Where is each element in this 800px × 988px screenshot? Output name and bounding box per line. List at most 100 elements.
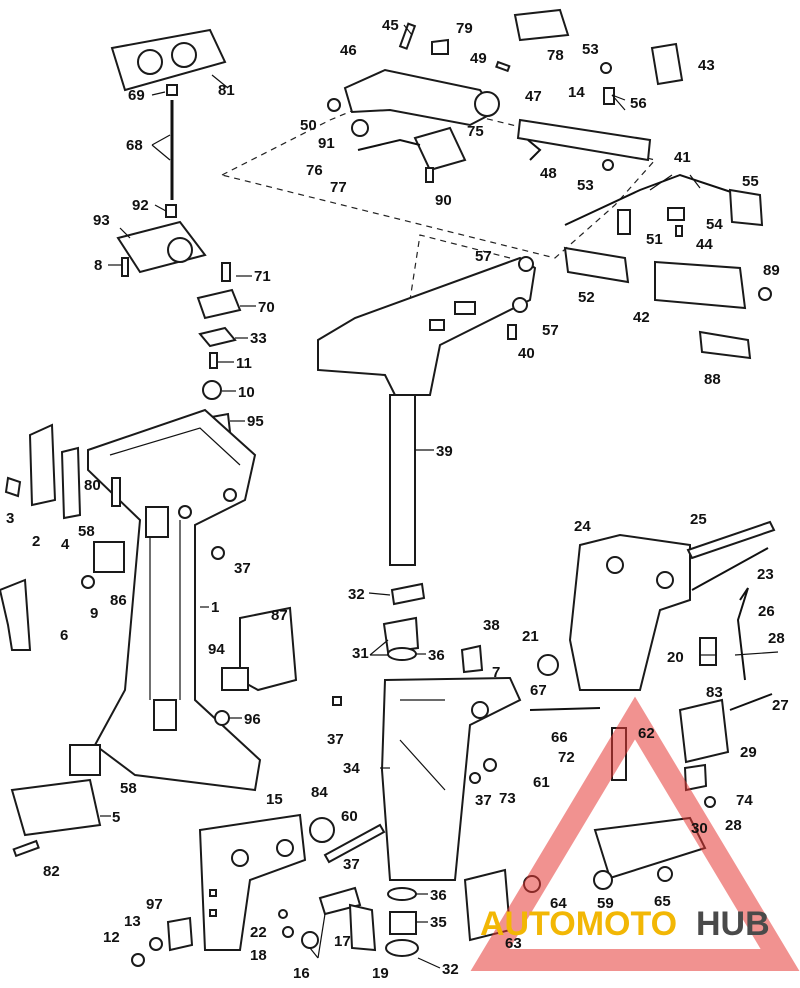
callout-label: 39: [436, 443, 453, 460]
callout-label: 78: [547, 47, 564, 64]
callout-label: 11: [236, 355, 252, 372]
callout-label: 64: [550, 895, 567, 912]
callout-label: 27: [772, 697, 789, 714]
callout-label: 42: [633, 309, 650, 326]
part-ring-32-lower: [385, 939, 419, 957]
part-screw-80: [111, 477, 121, 507]
callout-label: 89: [763, 262, 780, 279]
callout-label: 21: [522, 628, 539, 645]
part-pin-37-mid: [332, 696, 342, 706]
callout-label: 97: [146, 896, 163, 913]
callout-label: 69: [128, 87, 145, 104]
part-bushing-21: [537, 654, 559, 676]
part-nut-37-upper: [211, 546, 225, 560]
part-washer-96: [214, 710, 230, 726]
part-knob-43: [650, 42, 684, 86]
callout-label: 36: [428, 647, 445, 664]
part-screw-11: [209, 352, 218, 369]
watermark-text-automoto: AUTOMOTO: [480, 905, 677, 943]
part-bushing-61: [483, 758, 497, 772]
part-spring-48: [527, 139, 542, 161]
callout-label: 55: [742, 173, 759, 190]
callout-label: 75: [467, 123, 484, 140]
part-gasket-81: [110, 28, 227, 92]
callout-label: 66: [551, 729, 568, 746]
part-rod-66: [529, 707, 601, 711]
callout-label: 95: [247, 413, 264, 430]
callout-label: 84: [311, 784, 328, 801]
part-plate-4: [60, 446, 82, 520]
callout-label: 34: [343, 760, 360, 777]
part-screw-8: [121, 257, 129, 277]
callout-label: 14: [568, 84, 585, 101]
part-pin-45: [398, 22, 417, 50]
part-bushing-31: [382, 616, 420, 654]
callout-label: 94: [208, 641, 225, 658]
part-mount-58-lower: [69, 744, 101, 776]
part-spring-20: [699, 637, 717, 666]
callout-label: 54: [706, 216, 723, 233]
callout-label: 80: [84, 477, 101, 494]
callout-label: 28: [768, 630, 785, 647]
callout-label: 59: [597, 895, 614, 912]
callout-label: 71: [254, 268, 271, 285]
callout-label: 62: [638, 725, 655, 742]
callout-label: 79: [456, 20, 473, 37]
part-bushing-59: [593, 870, 613, 890]
part-screw-82: [12, 839, 40, 858]
callout-label: 72: [558, 749, 575, 766]
callout-label: 88: [704, 371, 721, 388]
part-shaft-47: [516, 118, 652, 162]
callout-label: 90: [435, 192, 452, 209]
part-screw-71: [221, 262, 231, 282]
part-washer-84: [309, 817, 335, 843]
callout-label: 24: [574, 518, 591, 535]
part-adapter-93: [116, 220, 207, 274]
callout-label: 58: [78, 523, 95, 540]
steering-dashed-line: [409, 234, 511, 301]
callout-label: 32: [442, 961, 459, 978]
callout-label: 92: [132, 197, 149, 214]
callout-label: 93: [93, 212, 110, 229]
callout-label: 32: [348, 586, 365, 603]
callout-label: 22: [250, 924, 267, 941]
callout-label: 70: [258, 299, 275, 316]
callout-label: 3: [6, 510, 14, 527]
part-nut-53-lower: [602, 159, 614, 171]
part-link-26: [736, 587, 749, 681]
part-plug-69: [166, 84, 178, 96]
part-mount-58-upper: [93, 541, 125, 573]
callout-label: 49: [470, 50, 487, 67]
callout-label: 67: [530, 682, 547, 699]
callout-label: 48: [540, 165, 557, 182]
callout-label: 18: [250, 947, 267, 964]
callout-label: 28: [725, 817, 742, 834]
part-block-54: [667, 207, 685, 221]
callout-label: 29: [740, 744, 757, 761]
part-lever-19: [348, 903, 377, 952]
callout-label: 50: [300, 117, 317, 134]
part-steering-arm-46: [343, 68, 500, 127]
part-clip-79: [431, 38, 449, 55]
callout-label: 83: [706, 684, 723, 701]
watermark-text-hub: HUB: [696, 905, 770, 943]
part-pin-44: [675, 225, 683, 237]
part-screw-90: [425, 167, 434, 183]
part-nut-50: [327, 98, 341, 112]
callout-label: 63: [505, 935, 522, 952]
callout-label: 77: [330, 179, 347, 196]
callout-label: 25: [690, 511, 707, 528]
part-bracket-70: [196, 288, 242, 320]
part-clip-3: [4, 476, 22, 498]
part-clamp-bracket-15: [198, 813, 307, 951]
callout-label: 87: [271, 607, 288, 624]
callout-label: 46: [340, 42, 357, 59]
part-rod-23: [691, 547, 769, 591]
leader-lines: [100, 24, 779, 969]
callout-label: 82: [43, 863, 60, 880]
callout-label: 12: [103, 929, 120, 946]
callout-label: 53: [577, 177, 594, 194]
part-cover-2: [28, 423, 57, 507]
part-swivel-bracket-34: [380, 676, 522, 881]
part-tiller-arm: [317, 256, 537, 396]
